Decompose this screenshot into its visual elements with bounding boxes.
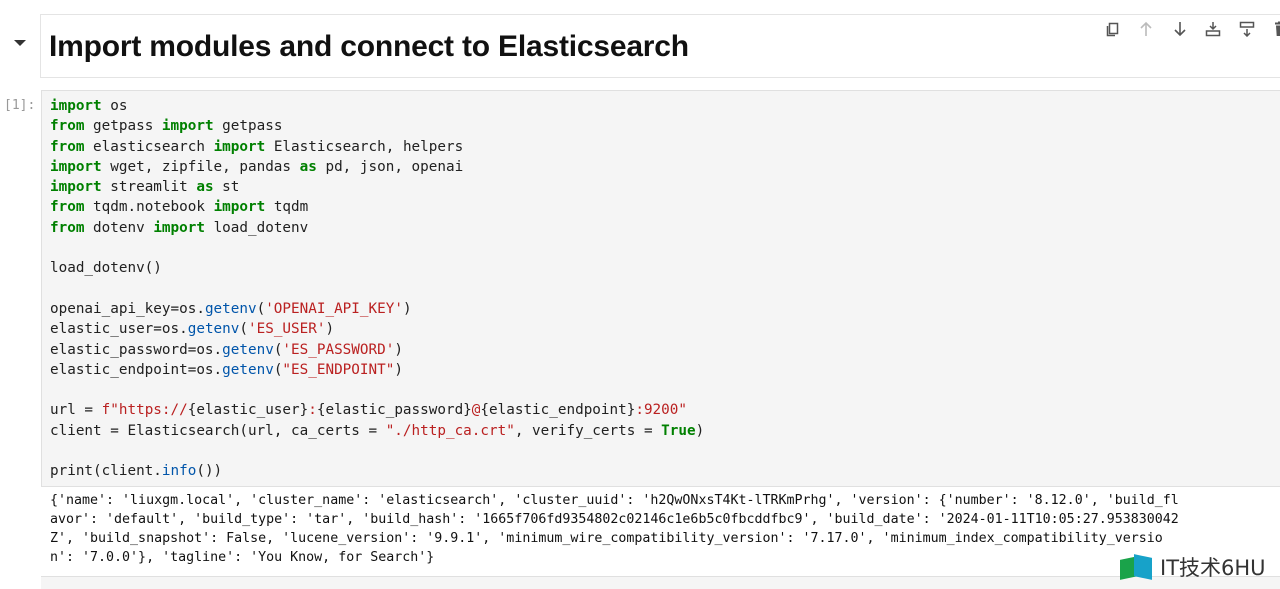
move-up-button[interactable]: [1130, 18, 1164, 40]
code-line: [50, 279, 704, 299]
insert-above-button[interactable]: [1197, 18, 1231, 40]
code-line: from elasticsearch import Elasticsearch,…: [50, 137, 704, 157]
output-line: n': '7.0.0'}, 'tagline': 'You Know, for …: [50, 548, 1280, 567]
duplicate-cell-button[interactable]: [1096, 18, 1130, 40]
code-line: elastic_user=os.getenv('ES_USER'): [50, 319, 704, 339]
delete-icon: [1272, 21, 1280, 37]
code-line: print(client.info()): [50, 461, 704, 481]
copy-icon: [1105, 21, 1121, 37]
collapse-caret-icon[interactable]: [14, 40, 26, 46]
move-down-button[interactable]: [1163, 18, 1197, 40]
insert-below-button[interactable]: [1230, 18, 1264, 40]
insert-below-icon: [1239, 21, 1255, 37]
code-line: from tqdm.notebook import tqdm: [50, 197, 704, 217]
code-line: [50, 380, 704, 400]
watermark-text: IT技术6HU: [1160, 552, 1266, 582]
code-line: [50, 238, 704, 258]
code-line: [50, 441, 704, 461]
execution-count: [1]:: [4, 98, 35, 113]
next-code-cell[interactable]: [41, 576, 1280, 589]
code-line: elastic_password=os.getenv('ES_PASSWORD'…: [50, 340, 704, 360]
code-line: import streamlit as st: [50, 177, 704, 197]
arrow-down-icon: [1172, 21, 1188, 37]
watermark: IT技术6HU: [1120, 552, 1266, 582]
arrow-up-icon: [1138, 21, 1154, 37]
watermark-logo-icon: [1120, 554, 1154, 580]
code-line: elastic_endpoint=os.getenv("ES_ENDPOINT"…: [50, 360, 704, 380]
code-line: import wget, zipfile, pandas as pd, json…: [50, 157, 704, 177]
code-line: openai_api_key=os.getenv('OPENAI_API_KEY…: [50, 299, 704, 319]
insert-above-icon: [1205, 21, 1221, 37]
section-heading: Import modules and connect to Elasticsea…: [49, 30, 689, 64]
code-line: from dotenv import load_dotenv: [50, 218, 704, 238]
delete-cell-button[interactable]: [1264, 18, 1280, 40]
code-line: import os: [50, 96, 704, 116]
code-line: from getpass import getpass: [50, 116, 704, 136]
code-line: url = f"https://{elastic_user}:{elastic_…: [50, 400, 704, 420]
output-line: avor': 'default', 'build_type': 'tar', '…: [50, 510, 1280, 529]
output-line: {'name': 'liuxgm.local', 'cluster_name':…: [50, 491, 1280, 510]
code-line: client = Elasticsearch(url, ca_certs = "…: [50, 421, 704, 441]
code-line: load_dotenv(): [50, 258, 704, 278]
cell-toolbar: [1096, 18, 1280, 40]
cell-output: {'name': 'liuxgm.local', 'cluster_name':…: [50, 491, 1280, 567]
output-line: Z', 'build_snapshot': False, 'lucene_ver…: [50, 529, 1280, 548]
